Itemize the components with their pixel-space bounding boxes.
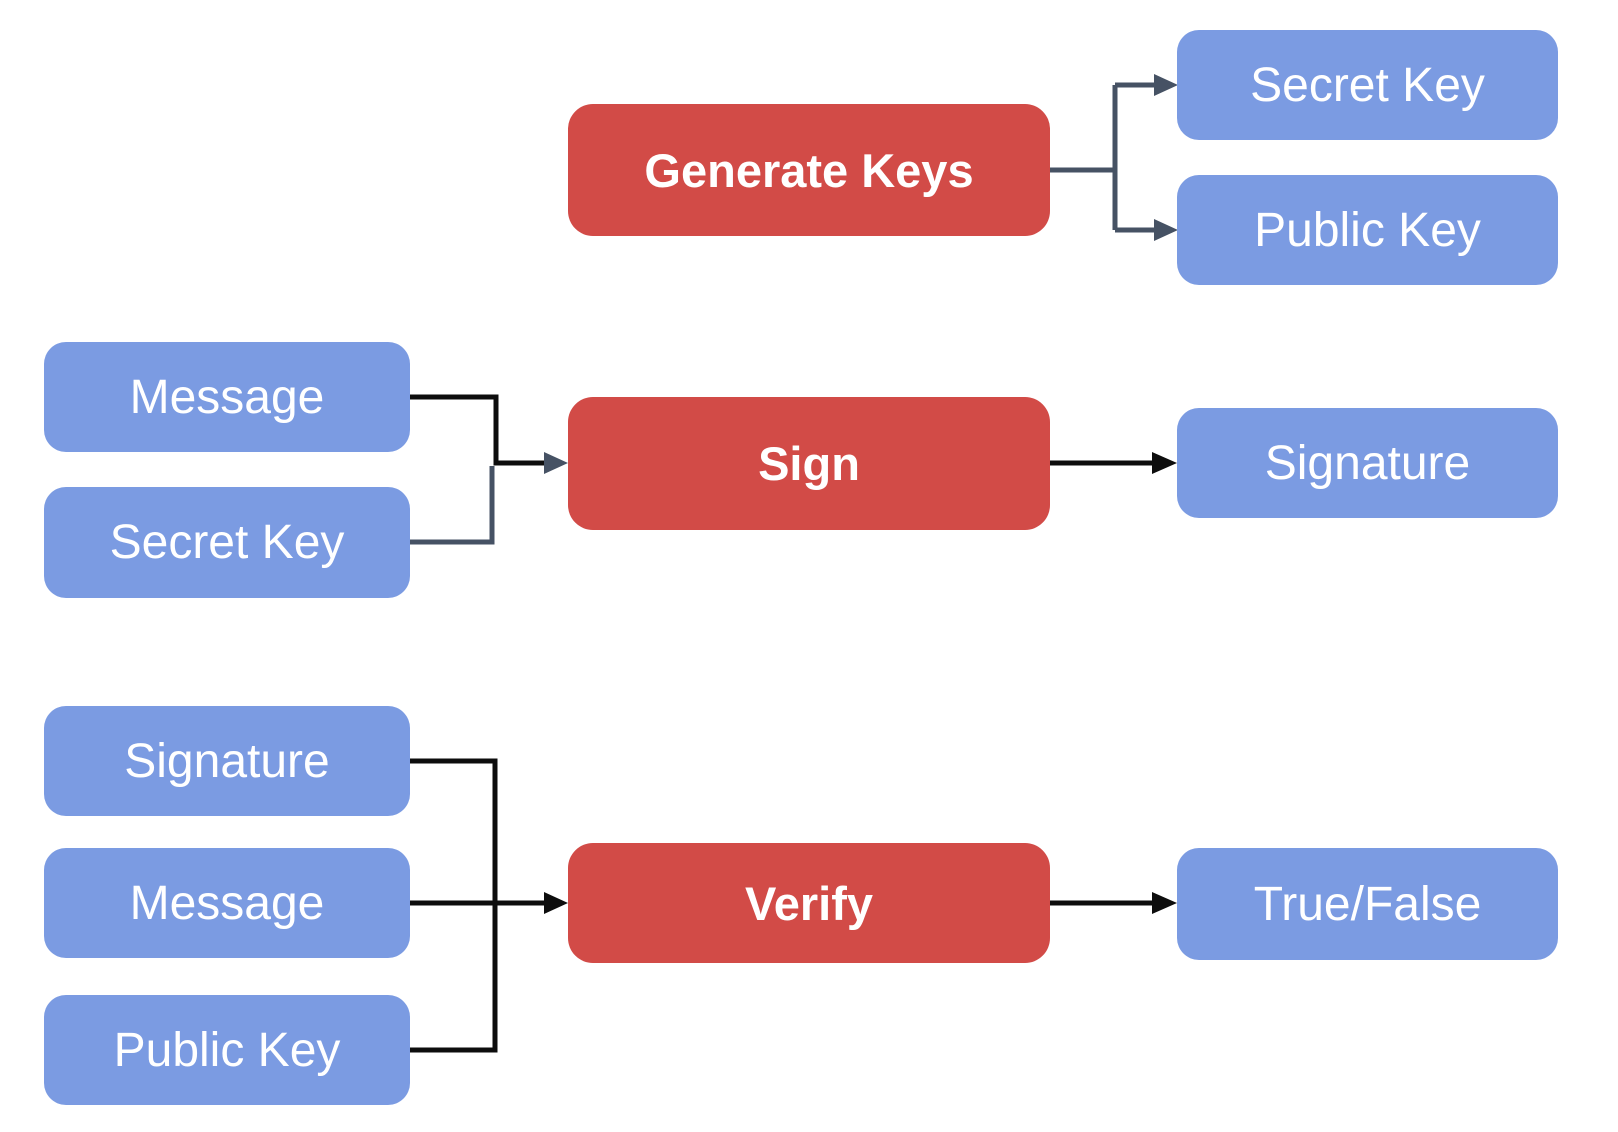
connector-signature-to-verify xyxy=(410,758,498,903)
node-message-input-sign-label: Message xyxy=(129,370,325,424)
node-verify: Verify xyxy=(568,843,1050,963)
node-public-key-output: Public Key xyxy=(1177,175,1558,285)
node-verify-label: Verify xyxy=(744,876,874,930)
node-generate-keys-label: Generate Keys xyxy=(644,143,974,197)
node-true-false-output-label: True/False xyxy=(1253,877,1482,931)
node-secret-key-output: Secret Key xyxy=(1177,30,1558,140)
arrowhead-to-truefalse-icon xyxy=(1152,892,1177,914)
arrowhead-into-sign-icon xyxy=(544,452,568,474)
connector-message-to-sign xyxy=(410,394,544,466)
arrowhead-to-signature-icon xyxy=(1152,452,1177,474)
node-sign: Sign xyxy=(568,397,1050,530)
node-public-key-input-verify-label: Public Key xyxy=(113,1023,341,1077)
node-sign-label: Sign xyxy=(758,437,860,490)
connector-secret-key-to-sign xyxy=(410,466,495,545)
node-generate-keys: Generate Keys xyxy=(568,104,1050,236)
arrowhead-to-secret-key-icon xyxy=(1154,74,1178,96)
node-true-false-output: True/False xyxy=(1177,848,1558,960)
arrowhead-to-public-key-icon xyxy=(1154,219,1178,241)
node-signature-output-label: Signature xyxy=(1264,436,1471,490)
arrowhead-into-verify-icon xyxy=(544,892,568,914)
node-signature-input-verify: Signature xyxy=(44,706,410,816)
node-signature-output: Signature xyxy=(1177,408,1558,518)
connector-public-key-to-verify xyxy=(410,903,498,1053)
node-message-input-verify: Message xyxy=(44,848,410,958)
node-public-key-output-label: Public Key xyxy=(1254,203,1481,257)
node-secret-key-input-sign-label: Secret Key xyxy=(109,516,345,569)
node-signature-input-verify-label: Signature xyxy=(124,734,330,788)
node-message-input-sign: Message xyxy=(44,342,410,452)
node-message-input-verify-label: Message xyxy=(129,876,325,930)
node-secret-key-output-label: Secret Key xyxy=(1250,58,1485,112)
node-secret-key-input-sign: Secret Key xyxy=(44,487,410,598)
node-public-key-input-verify: Public Key xyxy=(44,995,410,1105)
